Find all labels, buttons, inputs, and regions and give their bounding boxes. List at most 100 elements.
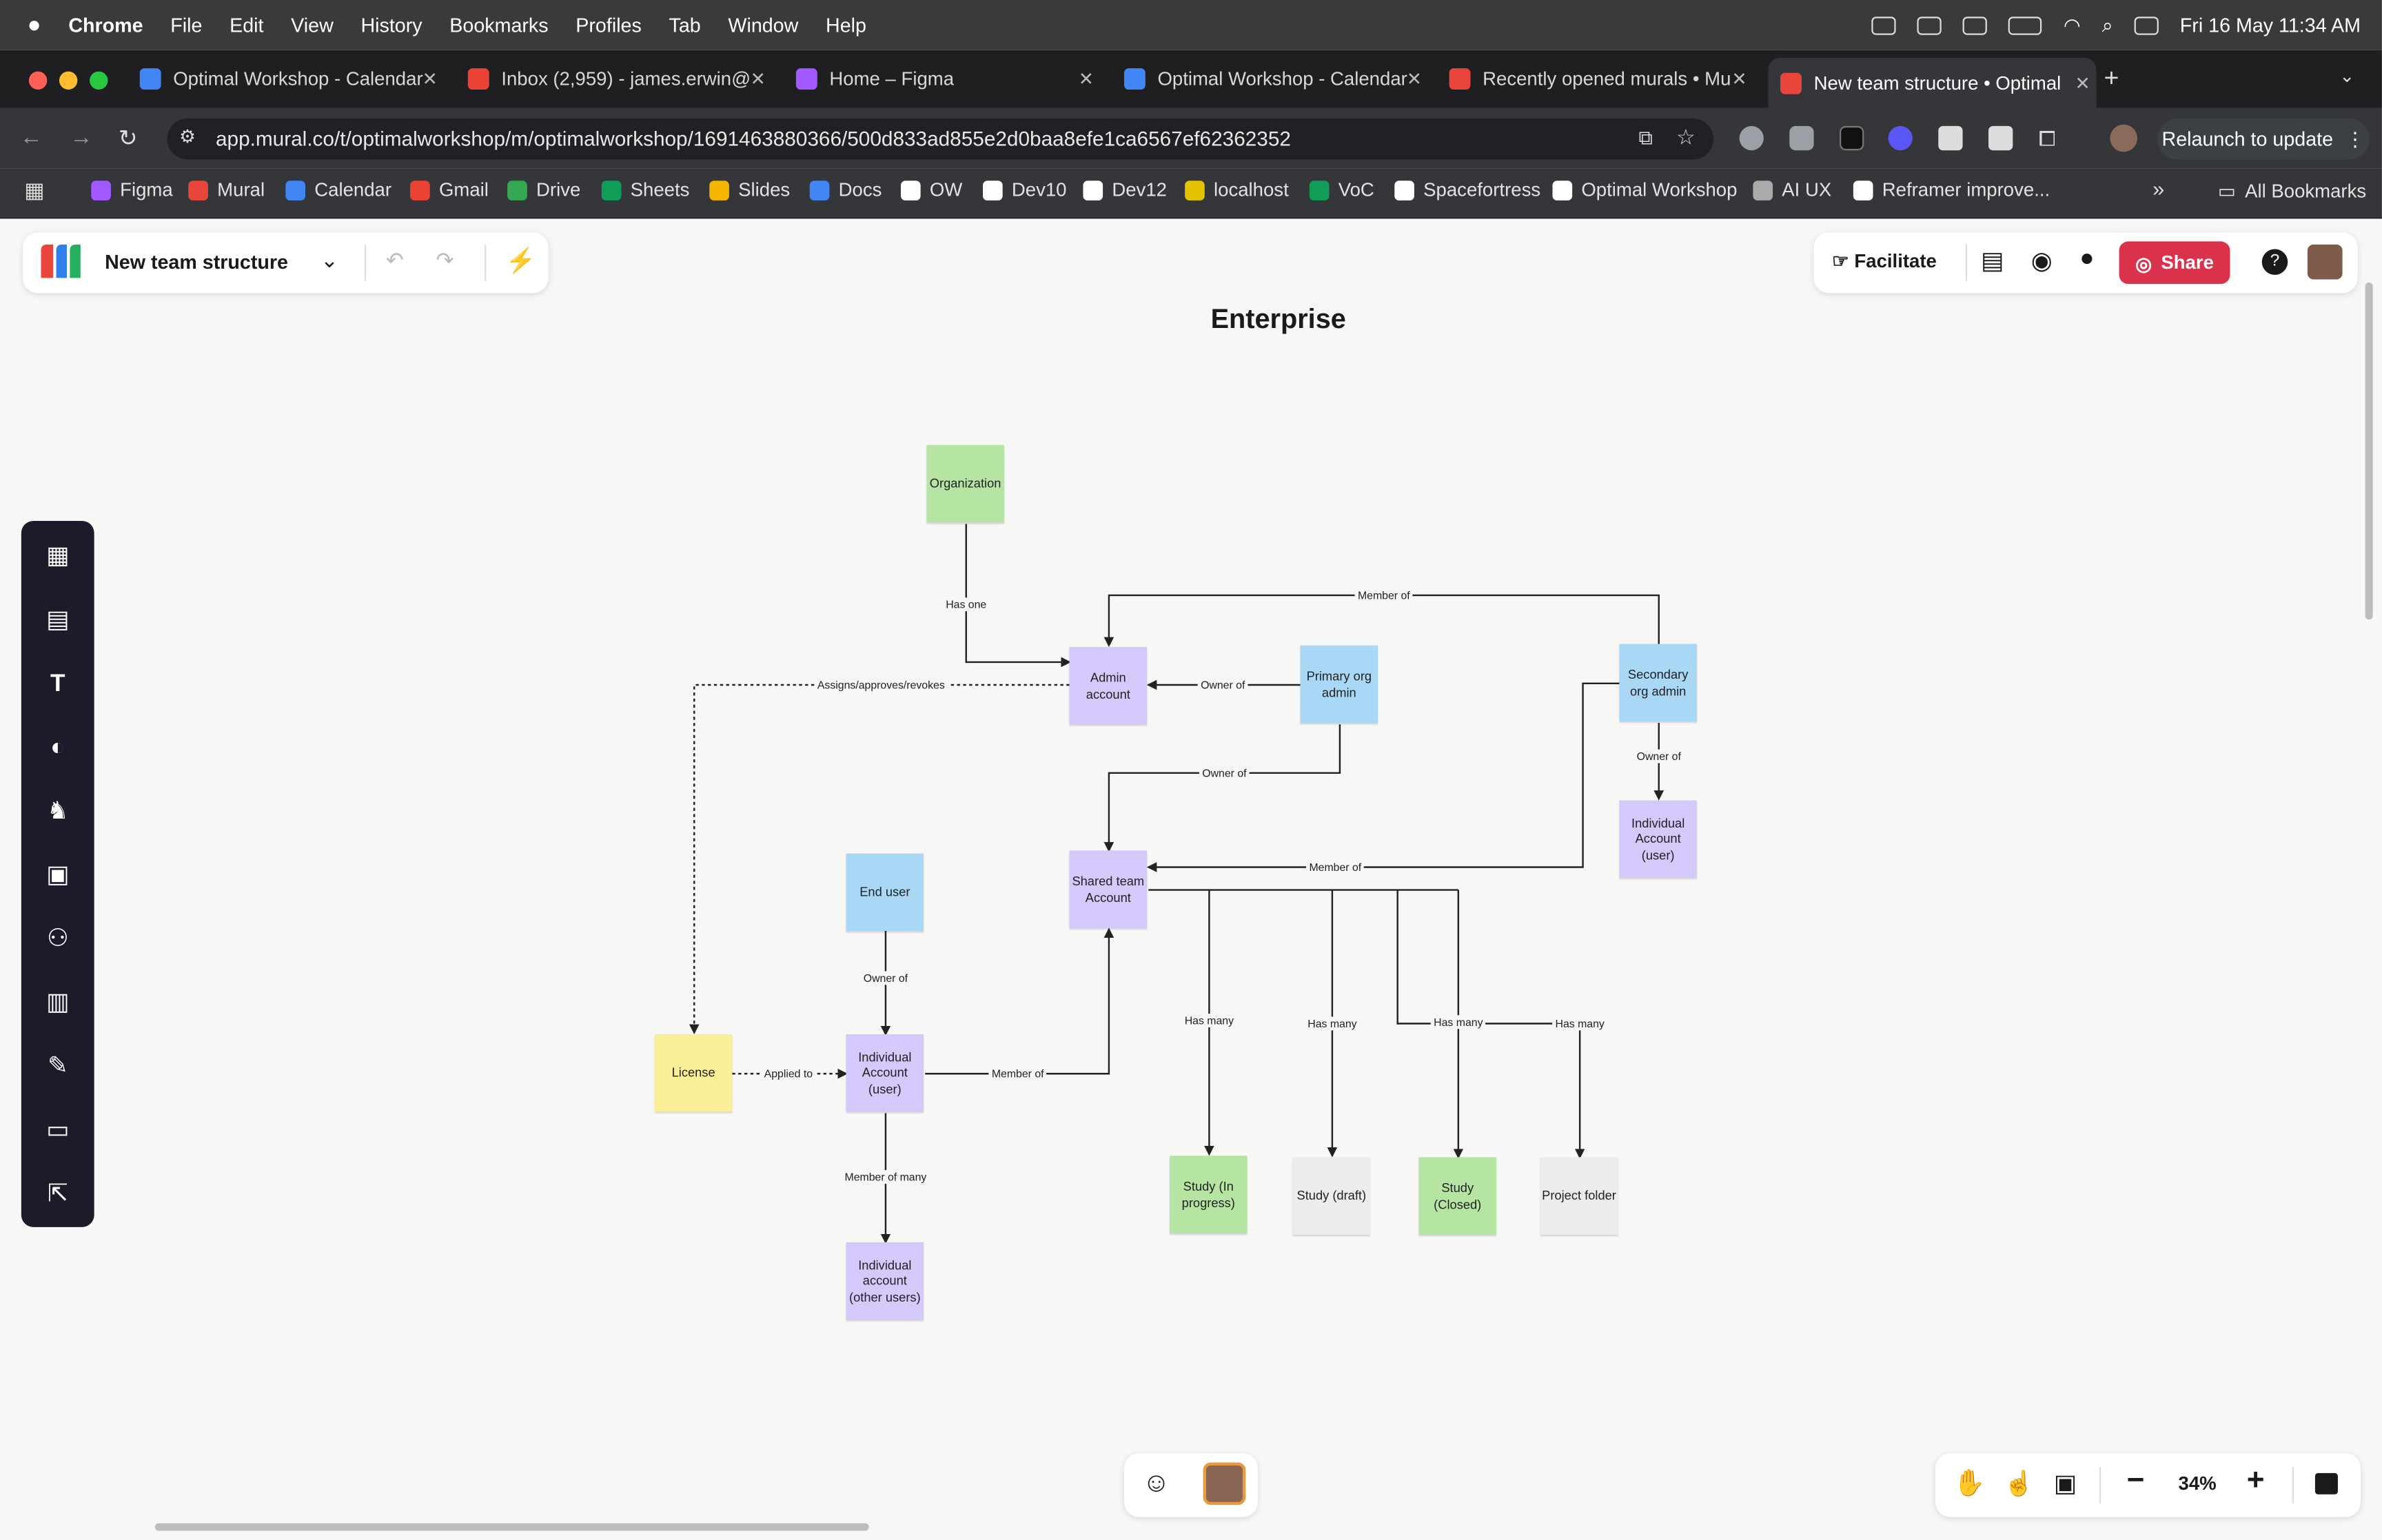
bookmark-item[interactable]: Calendar <box>285 179 391 201</box>
bookmark-item[interactable]: Gmail <box>410 179 489 201</box>
undo-icon[interactable]: ↶ <box>385 247 404 272</box>
bookmark-star-icon[interactable]: ☆ <box>1676 124 1696 149</box>
bookmark-item[interactable]: Reframer improve... <box>1853 179 2050 201</box>
zoom-level[interactable]: 34% <box>2178 1472 2217 1495</box>
hand-tool-icon[interactable]: ✋ <box>1953 1468 1986 1498</box>
archive-icon[interactable]: ▭ <box>46 1118 70 1144</box>
search-icon[interactable]: ⌕ <box>2101 12 2113 36</box>
address-bar[interactable]: ⚙ app.mural.co/t/optimalworkshop/m/optim… <box>167 118 1714 160</box>
bookmark-item[interactable]: Docs <box>809 179 882 201</box>
more-bookmarks-icon[interactable]: » <box>2152 176 2165 201</box>
note-study-draft[interactable]: Study (draft) <box>1292 1157 1371 1235</box>
bookmark-item[interactable]: AI UX <box>1753 179 1831 201</box>
bookmark-item[interactable]: Sheets <box>601 179 689 201</box>
sticky-note-icon[interactable]: ▤ <box>46 607 70 634</box>
note-individual-account-right[interactable]: Individual Account (user) <box>1619 800 1697 878</box>
mural-logo-icon[interactable] <box>38 241 83 280</box>
note-end-user[interactable]: End user <box>846 853 924 932</box>
note-primary-org-admin[interactable]: Primary org admin <box>1300 645 1378 723</box>
note-individual-account[interactable]: Individual Account (user) <box>846 1034 924 1112</box>
relaunch-button[interactable]: Relaunch to update ⋮ <box>2157 118 2370 160</box>
extensions-puzzle-icon[interactable]: ⧠ <box>2038 125 2056 151</box>
forward-icon[interactable]: → <box>70 124 93 151</box>
all-bookmarks-folder[interactable]: ▭ All Bookmarks <box>2218 179 2366 202</box>
board-title[interactable]: New team structure <box>105 250 289 274</box>
maximize-window-button[interactable] <box>90 71 108 90</box>
extension-icon[interactable] <box>1789 125 1814 151</box>
table-icon[interactable]: ▥ <box>46 990 70 1016</box>
bookmark-item[interactable]: Dev10 <box>982 179 1067 201</box>
menu-edit[interactable]: Edit <box>230 13 264 37</box>
status-icon[interactable] <box>1963 16 1988 34</box>
mural-canvas[interactable]: Enterprise Organization Admin account Pr… <box>0 217 2382 1540</box>
close-tab-icon[interactable]: ✕ <box>750 68 766 90</box>
bookmark-item[interactable]: Figma <box>91 179 173 201</box>
help-icon[interactable]: ? <box>2261 249 2288 275</box>
extension-icon[interactable] <box>1840 125 1864 151</box>
facilitate-button[interactable]: ☞ Facilitate <box>1832 249 1937 272</box>
more-menu-icon[interactable]: ⋮ <box>2345 127 2365 150</box>
bookmark-item[interactable]: VoC <box>1309 179 1374 201</box>
menu-file[interactable]: File <box>170 13 203 37</box>
bookmark-item[interactable]: Slides <box>709 179 790 201</box>
note-study-closed[interactable]: Study (Closed) <box>1418 1157 1496 1235</box>
draw-pen-icon[interactable]: ✎ <box>47 1054 68 1080</box>
tab-search-icon[interactable]: ⌄ <box>2339 65 2355 87</box>
browser-tab-active[interactable]: New team structure • Optimal ✕ <box>1768 57 2097 108</box>
menu-window[interactable]: Window <box>728 13 799 37</box>
text-icon[interactable]: T <box>50 671 65 697</box>
minimize-window-button[interactable] <box>59 71 78 90</box>
horizontal-scrollbar[interactable] <box>154 1523 869 1531</box>
templates-icon[interactable]: ▦ <box>46 544 70 570</box>
facilitator-avatar[interactable] <box>1203 1462 1246 1506</box>
menu-view[interactable]: View <box>291 13 334 37</box>
bookmark-item[interactable]: localhost <box>1185 179 1289 201</box>
close-tab-icon[interactable]: ✕ <box>1406 68 1422 90</box>
zoom-in-icon[interactable]: + <box>2246 1464 2265 1498</box>
note-shared-team-account[interactable]: Shared team Account <box>1069 850 1148 928</box>
bookmark-item[interactable]: Mural <box>188 179 265 201</box>
diagram-icon[interactable]: ⚇ <box>46 926 69 952</box>
extension-icon[interactable] <box>1938 125 1963 151</box>
extension-icon[interactable] <box>1988 125 2013 151</box>
note-license[interactable]: License <box>654 1034 733 1112</box>
close-tab-icon[interactable]: ✕ <box>422 68 438 90</box>
install-icon[interactable]: ⧉ <box>1638 125 1653 149</box>
outline-icon[interactable]: ▤ <box>1981 249 2004 275</box>
menu-tab[interactable]: Tab <box>669 13 701 37</box>
bookmark-item[interactable]: Drive <box>507 179 580 201</box>
extension-icon[interactable] <box>1888 125 1913 151</box>
status-icon[interactable] <box>1872 16 1897 34</box>
menu-history[interactable]: History <box>360 13 423 37</box>
note-project-folder[interactable]: Project folder <box>1540 1157 1618 1235</box>
profile-avatar[interactable] <box>2110 124 2138 152</box>
share-button[interactable]: ◎ Share <box>2119 241 2230 285</box>
note-organization[interactable]: Organization <box>926 444 1004 523</box>
map-icon[interactable]: ▣ <box>2053 1471 2077 1498</box>
battery-icon[interactable] <box>2008 16 2043 34</box>
apps-grid-icon[interactable]: ▦ <box>24 177 45 203</box>
browser-tab[interactable]: Optimal Workshop - Calendar ✕ <box>139 58 444 101</box>
emoji-icon[interactable]: ☺ <box>1142 1467 1170 1498</box>
back-icon[interactable]: ← <box>19 124 43 151</box>
comments-icon[interactable]: ◉ <box>2030 249 2053 275</box>
lightning-icon[interactable]: ⚡ <box>505 249 536 275</box>
menu-app-name[interactable]: Chrome <box>68 13 143 37</box>
apple-icon[interactable]: ● <box>27 12 41 39</box>
canvas-title[interactable]: Enterprise <box>1210 303 1346 334</box>
chevron-down-icon[interactable]: ⌄ <box>320 247 338 272</box>
close-tab-icon[interactable]: ✕ <box>1731 68 1747 90</box>
bookmark-item[interactable]: Dev12 <box>1083 179 1167 201</box>
menu-profiles[interactable]: Profiles <box>576 13 642 37</box>
note-secondary-org-admin[interactable]: Secondary org admin <box>1619 644 1697 721</box>
vertical-scrollbar[interactable] <box>2365 282 2373 620</box>
note-individual-account-other[interactable]: Individual account (other users) <box>846 1242 924 1320</box>
upload-icon[interactable]: ⇱ <box>47 1181 68 1208</box>
browser-tab[interactable]: Home – Figma ✕ <box>795 58 1100 101</box>
menubar-datetime[interactable]: Fri 16 May 11:34 AM <box>2179 13 2361 37</box>
control-center-icon[interactable] <box>2134 16 2159 34</box>
note-study-in-progress[interactable]: Study (In progress) <box>1170 1156 1248 1233</box>
touch-tool-icon[interactable]: ☝ <box>2004 1471 2034 1498</box>
browser-tab[interactable]: Inbox (2,959) - james.erwin@ ✕ <box>467 58 772 101</box>
collaborators-icon[interactable]: ● <box>2079 246 2095 272</box>
